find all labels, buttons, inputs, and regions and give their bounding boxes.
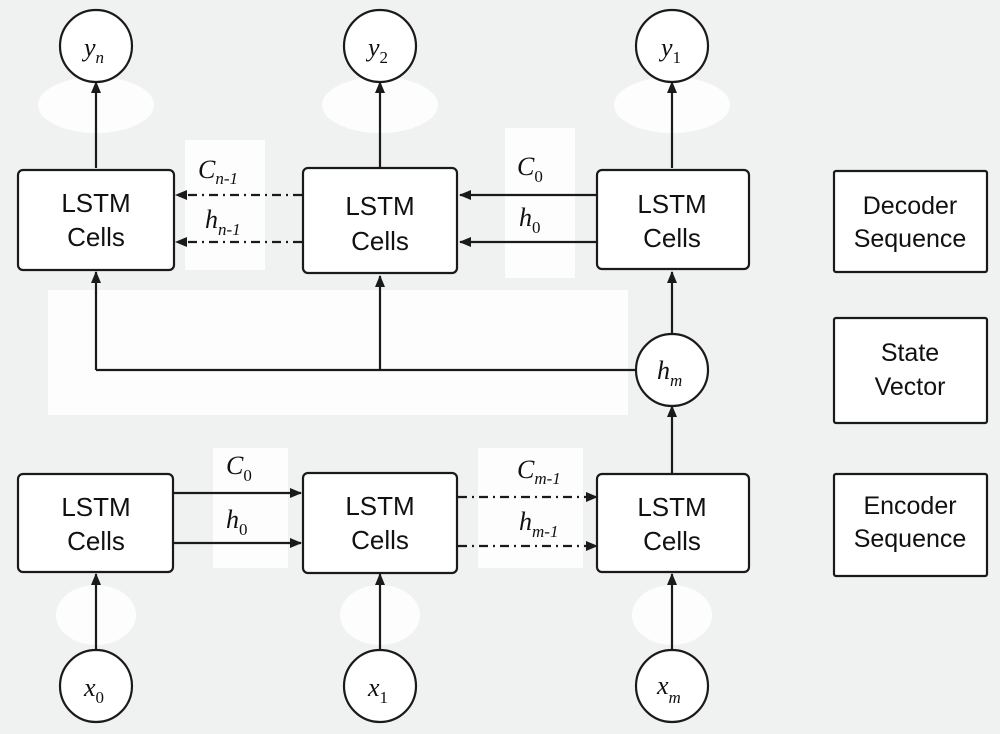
state-vector-node: hm	[634, 332, 710, 408]
svg-text:x0: x0	[83, 673, 104, 707]
input-node-x0: x0	[58, 648, 134, 724]
output-node-y2: y2	[342, 8, 418, 84]
label-enc-c-left: C0	[226, 451, 252, 485]
cell-label-line2: Cells	[67, 526, 125, 556]
label-enc-c-right: Cm-1	[517, 455, 561, 488]
svg-text:Sequence: Sequence	[854, 525, 967, 553]
label-dec-h-right: h0	[519, 203, 541, 237]
cell-label-line2: Cells	[643, 526, 701, 556]
cell-label-line1: LSTM	[637, 189, 706, 219]
svg-text:hm: hm	[657, 356, 682, 390]
svg-text:State: State	[881, 339, 939, 367]
label-dec-h-left: hn-1	[205, 205, 241, 239]
input-node-x1: x1	[342, 648, 418, 724]
legend-state-vector: State Vector	[832, 316, 989, 425]
label-dec-c-left: Cn-1	[198, 155, 238, 188]
output-node-yn: yn	[58, 8, 134, 84]
svg-text:Decoder: Decoder	[863, 192, 958, 220]
cell-label-line1: LSTM	[61, 492, 130, 522]
svg-text:Sequence: Sequence	[854, 225, 967, 253]
svg-text:y2: y2	[365, 33, 388, 67]
decoder-cell-n: LSTM Cells	[16, 168, 176, 272]
decoder-cell-2: LSTM Cells	[301, 166, 459, 275]
legend-encoder-sequence: Encoder Sequence	[832, 472, 989, 578]
decoder-cell-1: LSTM Cells	[595, 168, 751, 271]
cell-label-line1: LSTM	[61, 188, 130, 218]
cell-label-line2: Cells	[351, 226, 409, 256]
encoder-cell-1: LSTM Cells	[301, 471, 459, 575]
svg-text:x1: x1	[367, 673, 388, 707]
cell-label-line2: Cells	[643, 223, 701, 253]
svg-text:yn: yn	[81, 33, 104, 67]
svg-text:Encoder: Encoder	[863, 492, 956, 520]
output-node-y1: y1	[634, 8, 710, 84]
cell-label-line1: LSTM	[345, 191, 414, 221]
svg-text:Vector: Vector	[875, 373, 946, 401]
cell-label-line1: LSTM	[637, 492, 706, 522]
legend-decoder-sequence: Decoder Sequence	[832, 169, 989, 274]
cell-label-line1: LSTM	[345, 491, 414, 521]
label-dec-c-right: C0	[517, 152, 543, 186]
label-enc-h-right: hm-1	[519, 507, 558, 541]
cell-label-line2: Cells	[67, 222, 125, 252]
cell-label-line2: Cells	[351, 525, 409, 555]
label-enc-h-left: h0	[226, 505, 248, 539]
encoder-cell-m: LSTM Cells	[595, 472, 751, 574]
svg-text:y1: y1	[658, 33, 681, 67]
input-node-xm: xm	[634, 648, 710, 724]
background-glow	[38, 77, 730, 645]
svg-text:xm: xm	[656, 671, 681, 707]
encoder-cell-0: LSTM Cells	[16, 472, 175, 574]
